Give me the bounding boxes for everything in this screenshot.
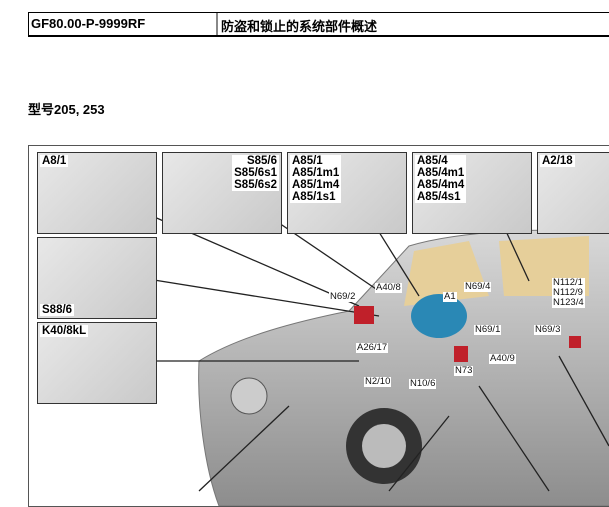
callout-n69-4: N69/4 xyxy=(464,281,492,292)
callout-a26-17: A26/17 xyxy=(356,342,389,353)
a85-1-box: A85/1 A85/1m1 A85/1m4 A85/1s1 xyxy=(287,152,407,234)
s88-6-label: S88/6 xyxy=(40,304,75,316)
s85-6s2-label: S85/6s2 xyxy=(234,179,277,191)
a85-4-label: A85/4 xyxy=(417,155,448,167)
callout-a40-9: A40/9 xyxy=(489,353,516,364)
a85-1s1-label: A85/1s1 xyxy=(292,191,336,203)
k40-8kl-label: K40/8kL xyxy=(40,325,89,337)
document-header: GF80.00-P-9999RF 防盗和锁止的系统部件概述 xyxy=(28,12,609,37)
callout-a40-8: A40/8 xyxy=(375,282,402,293)
k40-8kl-box: K40/8kL xyxy=(37,322,157,404)
callout-n73: N73 xyxy=(454,365,474,376)
a85-4-labels: A85/4 A85/4m1 A85/4m4 A85/4s1 xyxy=(415,155,467,203)
a85-4s1-label: A85/4s1 xyxy=(417,191,461,203)
callout-n112-1: N112/1 xyxy=(553,277,583,288)
model-heading: 型号205, 253 xyxy=(28,102,105,117)
a85-1m4-label: A85/1m4 xyxy=(292,179,340,191)
a85-4m4-label: A85/4m4 xyxy=(417,179,465,191)
s85-6s1-label: S85/6s1 xyxy=(234,167,277,179)
component-diagram: A8/1 S85/6 S85/6s1 S85/6s2 A85/1 A85/1m1… xyxy=(28,145,609,507)
callout-n69-1: N69/1 xyxy=(474,324,502,335)
s88-6-box: S88/6 xyxy=(37,237,157,319)
s85-6-label: S85/6 xyxy=(246,155,277,167)
callout-a1: A1 xyxy=(443,291,457,302)
a8-1-key-box: A8/1 xyxy=(37,152,157,234)
a85-1m1-label: A85/1m1 xyxy=(292,167,340,179)
callout-n112-9: N112/9 xyxy=(553,287,583,298)
a1-unit xyxy=(411,294,467,338)
s85-6-box: S85/6 S85/6s1 S85/6s2 xyxy=(162,152,282,234)
a85-4-box: A85/4 A85/4m1 A85/4m4 A85/4s1 xyxy=(412,152,532,234)
callout-n69-2: N69/2 xyxy=(329,291,357,302)
callout-n112-group: N112/1 N112/9 N123/4 xyxy=(552,278,585,308)
a85-1-label: A85/1 xyxy=(292,155,323,167)
a2-18-label: A2/18 xyxy=(540,155,575,167)
s85-labels: S85/6 S85/6s1 S85/6s2 xyxy=(232,155,279,191)
callout-n10-6: N10/6 xyxy=(409,378,437,389)
document-title: 防盗和锁止的系统部件概述 xyxy=(221,19,378,34)
a8-1-label: A8/1 xyxy=(40,155,69,167)
callout-n69-3: N69/3 xyxy=(534,324,562,335)
a85-4m1-label: A85/4m1 xyxy=(417,167,465,179)
a2-18-box: A2/18 xyxy=(537,152,609,234)
document-code: GF80.00-P-9999RF xyxy=(29,13,218,35)
callout-n2-10: N2/10 xyxy=(364,376,392,387)
a85-1-labels: A85/1 A85/1m1 A85/1m4 A85/1s1 xyxy=(290,155,342,203)
callout-n123-4: N123/4 xyxy=(553,297,584,308)
